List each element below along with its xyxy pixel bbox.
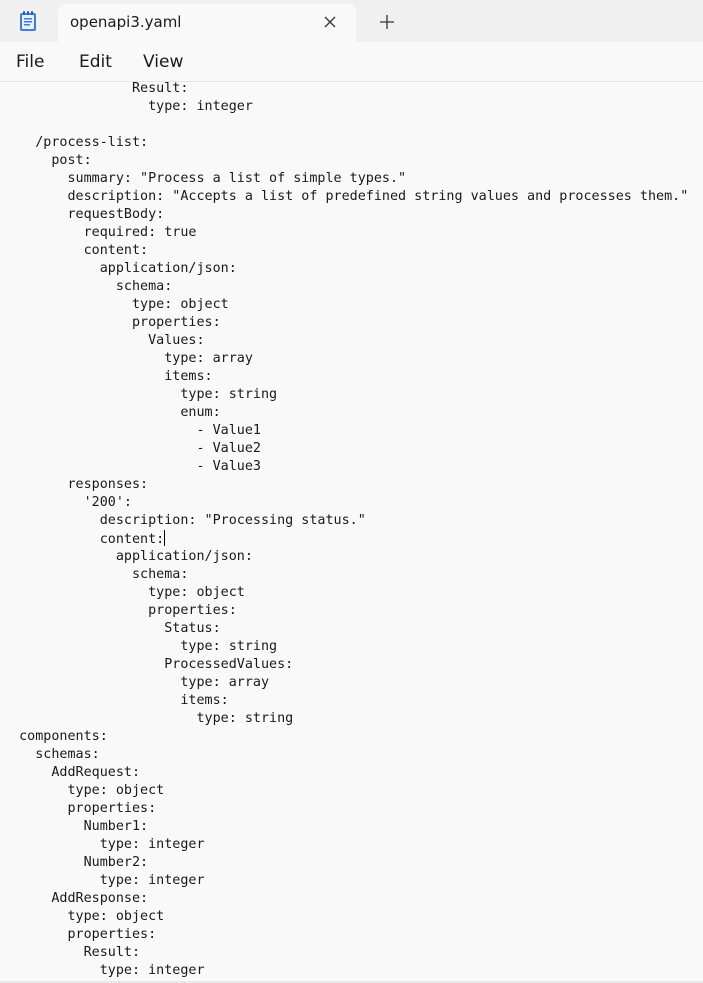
code-line: Values: bbox=[3, 333, 205, 348]
code-line: type: array bbox=[3, 351, 253, 366]
text-editor[interactable]: Result: type: integer /process-list: pos… bbox=[0, 82, 703, 981]
code-line: Result: bbox=[3, 945, 141, 960]
code-line: items: bbox=[3, 693, 229, 708]
code-line: Number2: bbox=[3, 855, 149, 870]
code-line: type: string bbox=[3, 387, 278, 402]
code-line: schemas: bbox=[3, 747, 100, 762]
code-line: Status: bbox=[3, 621, 221, 636]
code-line: schema: bbox=[3, 279, 173, 294]
tab-title: openapi3.yaml bbox=[70, 13, 182, 31]
text-caret bbox=[164, 530, 166, 546]
code-line: type: object bbox=[3, 783, 165, 798]
code-line: - Value3 bbox=[3, 459, 261, 474]
code-line: properties: bbox=[3, 315, 221, 330]
code-line: type: object bbox=[3, 585, 245, 600]
code-line: application/json: bbox=[3, 261, 237, 276]
code-line: type: object bbox=[3, 297, 229, 312]
bottom-border bbox=[0, 981, 703, 983]
code-line: required: true bbox=[3, 225, 197, 240]
menu-edit[interactable]: Edit bbox=[79, 52, 112, 72]
tab-openapi3-yaml[interactable]: openapi3.yaml bbox=[58, 4, 356, 42]
code-line: description: "Accepts a list of predefin… bbox=[3, 189, 689, 204]
code-line: /process-list: bbox=[3, 135, 149, 150]
code-line: requestBody: bbox=[3, 207, 165, 222]
code-line: type: integer bbox=[3, 963, 205, 978]
code-line: type: array bbox=[3, 675, 270, 690]
notepad-icon bbox=[18, 10, 38, 32]
code-line: type: object bbox=[3, 909, 165, 924]
menu-view[interactable]: View bbox=[143, 52, 184, 72]
code-line: components: bbox=[3, 729, 108, 744]
code-line: type: integer bbox=[3, 99, 253, 114]
code-line: - Value2 bbox=[3, 441, 261, 456]
code-line: summary: "Process a list of simple types… bbox=[3, 171, 407, 186]
close-icon[interactable] bbox=[320, 12, 340, 32]
code-line: post: bbox=[3, 153, 92, 168]
code-line: Result: bbox=[3, 82, 189, 96]
code-line: type: integer bbox=[3, 873, 205, 888]
code-line: items: bbox=[3, 369, 213, 384]
code-line: type: string bbox=[3, 711, 294, 726]
code-line: properties: bbox=[3, 927, 157, 942]
menu-bar: File Edit View bbox=[0, 42, 703, 82]
code-line: enum: bbox=[3, 405, 221, 420]
menu-file[interactable]: File bbox=[16, 52, 45, 72]
tab-bar: openapi3.yaml bbox=[0, 0, 703, 42]
code-line: type: string bbox=[3, 639, 278, 654]
code-line: Number1: bbox=[3, 819, 149, 834]
code-line: type: integer bbox=[3, 837, 205, 852]
code-line: '200': bbox=[3, 495, 132, 510]
code-line: properties: bbox=[3, 603, 237, 618]
plus-icon[interactable] bbox=[376, 11, 398, 33]
code-line: properties: bbox=[3, 801, 157, 816]
code-line: content: bbox=[3, 243, 149, 258]
code-line: AddRequest: bbox=[3, 765, 141, 780]
code-line: content: bbox=[3, 530, 166, 547]
code-line: ProcessedValues: bbox=[3, 657, 294, 672]
code-line: AddResponse: bbox=[3, 891, 149, 906]
code-line: application/json: bbox=[3, 549, 253, 564]
editor-content[interactable]: Result: type: integer /process-list: pos… bbox=[3, 82, 688, 980]
code-line: responses: bbox=[3, 477, 149, 492]
code-line: schema: bbox=[3, 567, 189, 582]
code-line: description: "Processing status." bbox=[3, 513, 366, 528]
code-line: - Value1 bbox=[3, 423, 261, 438]
code-line bbox=[3, 116, 688, 134]
